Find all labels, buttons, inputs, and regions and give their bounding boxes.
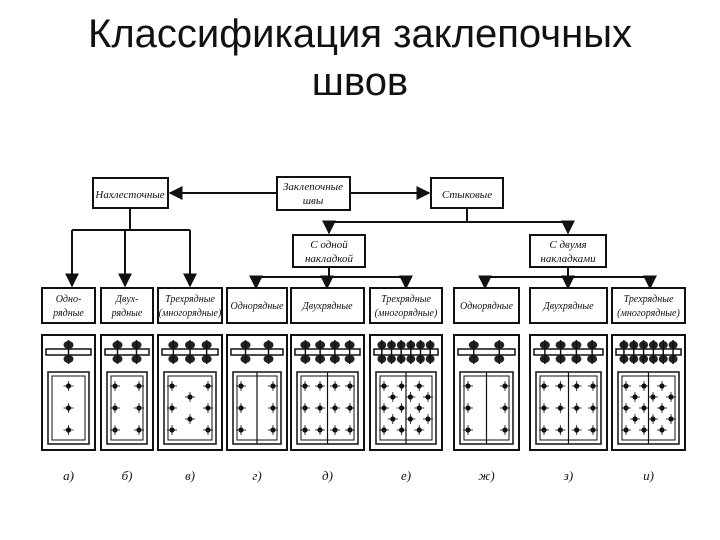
node-lap-label: Нахлесточные <box>94 189 164 201</box>
leaf-4: Однорядные г) <box>226 287 288 483</box>
rivet-plan-view <box>617 371 680 445</box>
node-root-line2: швы <box>303 195 324 207</box>
rivet-plan-view <box>459 371 514 445</box>
leaf-drawing-frame <box>290 334 365 451</box>
rivet-cross-section <box>615 340 682 364</box>
leaf-label-line2: рядные <box>52 308 84 319</box>
leaf-label-line1: Трехрядные <box>624 294 674 305</box>
title-line-1: Классификация заклепочных <box>88 12 632 56</box>
leaf-1: Одно-рядные а) <box>41 287 96 483</box>
leaf-9: Трехрядные (многорядные) и) <box>611 287 686 483</box>
leaf-label-line1: Двухрядные <box>542 301 594 312</box>
node-root: Заклепочные швы <box>276 176 351 211</box>
leaf-label-box <box>529 287 608 324</box>
leaf-drawing-frame <box>100 334 154 451</box>
node-one-strap-line2: накладкой <box>305 253 354 265</box>
leaf-label-box <box>100 287 154 324</box>
leaf-caption: е) <box>401 468 411 483</box>
leaf-label-box <box>611 287 686 324</box>
leaf-caption: з) <box>563 468 573 483</box>
leaf-drawing-frame <box>157 334 223 451</box>
leaf-label-line1: Однорядные <box>231 301 285 312</box>
leaf-label-box <box>453 287 520 324</box>
leaf-5: Двухрядные д) <box>290 287 365 483</box>
node-two-straps-line1: С двумя <box>549 239 586 251</box>
leaf-3: Трехрядные (многорядные) в) <box>157 287 223 483</box>
leaf-caption: в) <box>185 468 195 483</box>
leaf-caption: и) <box>643 468 654 483</box>
leaf-2: Двух-рядные б) <box>100 287 154 483</box>
rivet-plan-view <box>232 371 282 445</box>
leaf-label-line1: Одно- <box>56 294 82 305</box>
rivet-plan-view <box>47 371 90 445</box>
rivet-plan-view <box>296 371 359 445</box>
leaf-7: Однорядные ж) <box>453 287 520 483</box>
leaf-label-line1: Однорядные <box>460 301 514 312</box>
rivet-cross-section <box>373 340 439 364</box>
leaf-label-box <box>290 287 365 324</box>
leaf-label-line1: Трехрядные <box>165 294 215 305</box>
leaf-caption: д) <box>322 468 333 483</box>
leaf-drawing-frame <box>453 334 520 451</box>
node-root-line1: Заклепочные <box>283 181 343 193</box>
rivet-cross-section <box>45 340 92 364</box>
leaf-label-line2: (многорядные) <box>617 308 680 319</box>
rivet-plan-view <box>375 371 437 445</box>
slide-title: Классификация заклепочных швов <box>0 10 720 106</box>
node-one-strap-line1: С одной <box>310 239 348 251</box>
leaf-8: Двухрядные з) <box>529 287 608 483</box>
leaf-columns: Одно-рядные а) Двух-рядные б) Трехрядные (мно… <box>41 287 686 483</box>
node-two-straps: С двумя накладками <box>529 234 607 268</box>
leaf-label-line2: (многорядные) <box>375 308 438 319</box>
leaf-6: Трехрядные (многорядные) е) <box>369 287 443 483</box>
leaf-label-box <box>369 287 443 324</box>
leaf-label-line2: рядные <box>111 308 143 319</box>
leaf-label-line1: Двухрядные <box>301 301 353 312</box>
leaf-label-box <box>157 287 223 324</box>
rivet-plan-view <box>535 371 602 445</box>
leaf-caption: б) <box>122 468 133 483</box>
leaf-label-line2: (многорядные) <box>159 308 222 319</box>
rivet-cross-section <box>533 340 604 364</box>
leaf-caption: ж) <box>478 468 494 483</box>
rivet-plan-view <box>163 371 217 445</box>
leaf-label-box <box>226 287 288 324</box>
rivet-cross-section <box>457 340 516 364</box>
node-lap: Нахлесточные <box>92 177 169 209</box>
leaf-drawing-frame <box>369 334 443 451</box>
rivet-cross-section <box>230 340 284 364</box>
rivet-cross-section <box>161 340 219 364</box>
leaf-drawing-frame <box>41 334 96 451</box>
node-butt-label: Стыковые <box>442 189 492 201</box>
node-butt: Стыковые <box>430 177 504 209</box>
node-one-strap: С одной накладкой <box>292 234 366 268</box>
leaf-label-line1: Трехрядные <box>381 294 431 305</box>
rivet-plan-view <box>106 371 148 445</box>
leaf-label-box <box>41 287 96 324</box>
rivet-cross-section <box>294 340 361 364</box>
leaf-drawing-frame <box>226 334 288 451</box>
leaf-caption: г) <box>252 468 261 483</box>
node-two-straps-line2: накладками <box>540 253 596 265</box>
title-line-2: швов <box>311 60 409 104</box>
leaf-drawing-frame <box>529 334 608 451</box>
leaf-caption: а) <box>63 468 74 483</box>
top-connectors <box>65 186 657 290</box>
leaf-label-line1: Двух- <box>115 294 139 305</box>
leaf-drawing-frame <box>611 334 686 451</box>
rivet-cross-section <box>104 340 150 364</box>
